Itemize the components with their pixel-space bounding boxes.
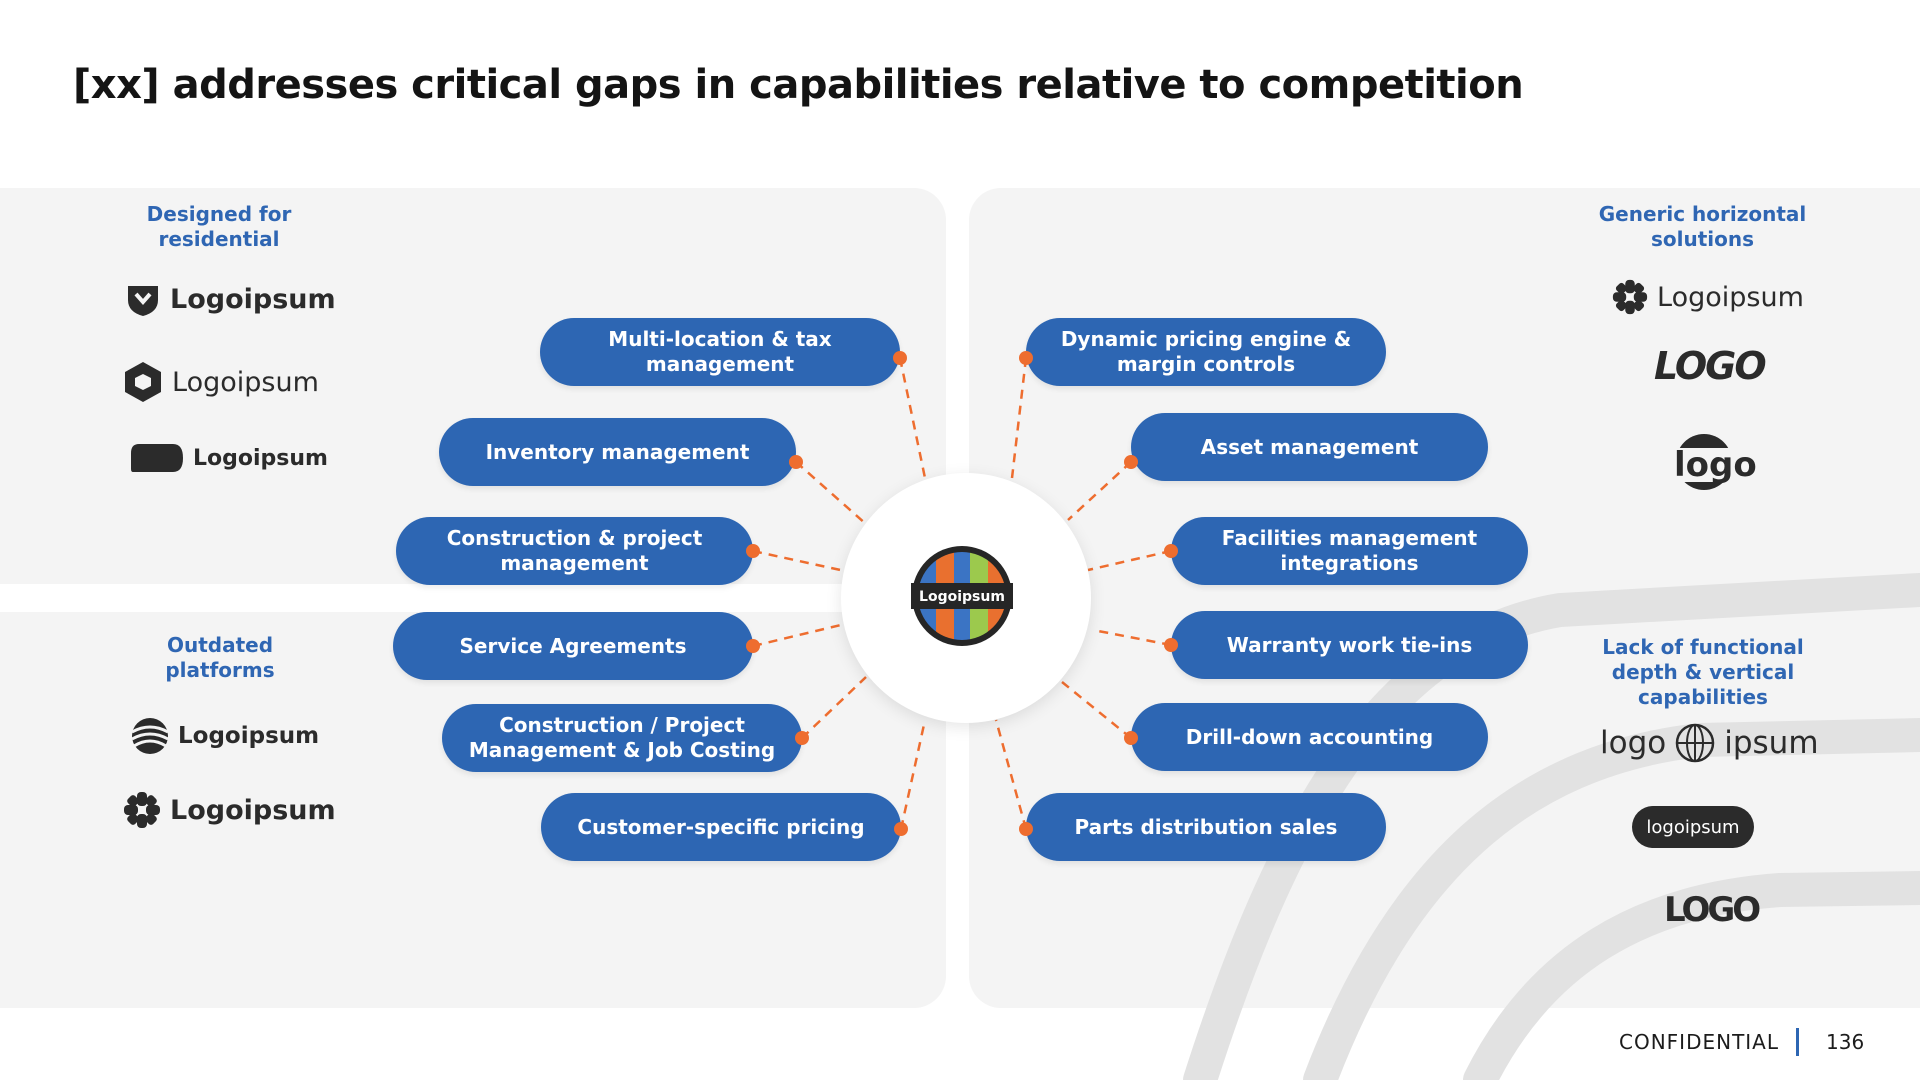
capability-pill: Inventory management: [439, 418, 796, 486]
competitor-logo: LOGO: [1664, 890, 1761, 930]
group-label-outdated: Outdated platforms: [165, 633, 275, 682]
group-label-residential: Designed for residential: [146, 202, 292, 251]
connector-dot: [1019, 351, 1033, 365]
blob-icon: [131, 444, 183, 472]
competitor-logo: logo ipsum: [1600, 722, 1819, 764]
capability-pill: Asset management: [1131, 413, 1488, 481]
competitor-logo: Logoipsum: [122, 360, 319, 404]
center-logo-text: Logoipsum: [919, 589, 1005, 605]
group-label-functional: Lack of functional depth & vertical capa…: [1602, 635, 1804, 709]
capability-pill: Construction / Project Management & Job …: [442, 704, 802, 772]
connector-dot: [746, 544, 760, 558]
competitor-logo-text: Logoipsum: [178, 723, 320, 749]
page-number: 136: [1826, 1030, 1865, 1054]
globe-icon: [1675, 723, 1715, 763]
connector-dot: [1019, 822, 1033, 836]
competitor-logo: Logoipsum: [130, 716, 319, 756]
competitor-logo-text: Logoipsum: [172, 366, 319, 398]
competitor-logo: logoipsum: [1632, 806, 1754, 848]
capability-pill: Customer-specific pricing: [541, 793, 901, 861]
capability-pill: Service Agreements: [393, 612, 753, 680]
competitor-logo-text: LOGO: [1664, 890, 1761, 930]
connector-dot: [1164, 544, 1178, 558]
competitor-logo-text: Logoipsum: [193, 445, 328, 471]
connector-dot: [894, 822, 908, 836]
competitor-logo: logo: [1666, 434, 1759, 494]
connector-dot: [1124, 455, 1138, 469]
connector-dot: [789, 455, 803, 469]
competitor-logo-text: logo: [1672, 445, 1759, 485]
competitor-logo: Logoipsum: [1611, 278, 1804, 316]
competitor-logo: LOGO: [1654, 344, 1767, 388]
competitor-logo-text: ipsum: [1724, 725, 1819, 761]
capability-pill: Multi-location & tax management: [540, 318, 900, 386]
connector-dot: [1124, 731, 1138, 745]
slide-title: [xx] addresses critical gaps in capabili…: [73, 62, 1524, 108]
competitor-logo-text: Logoipsum: [1657, 281, 1804, 313]
competitor-logo-text: logoipsum: [1646, 816, 1740, 838]
competitor-logo: Logoipsum: [124, 280, 336, 318]
hexagon-icon: [125, 362, 161, 402]
capability-pill: Parts distribution sales: [1026, 793, 1386, 861]
logo-circle-mark: logo: [1666, 434, 1759, 494]
shield-icon: [128, 286, 158, 316]
capability-pill: Construction & project management: [396, 517, 753, 585]
competitor-logo-text: LOGO: [1654, 344, 1767, 388]
capability-pill: Drill-down accounting: [1131, 703, 1488, 771]
connector-dot: [746, 639, 760, 653]
competitor-logo: Logoipsum: [122, 790, 336, 830]
connector-dot: [1164, 638, 1178, 652]
capability-pill: Dynamic pricing engine & margin controls: [1026, 318, 1386, 386]
footer-divider: [1796, 1028, 1799, 1056]
capability-pill: Facilities management integrations: [1171, 517, 1528, 585]
center-logo-icon: Logoipsum: [911, 546, 1013, 646]
flower-icon: [1612, 279, 1648, 315]
competitor-logo-text: logo: [1600, 725, 1667, 761]
connector-dot: [795, 731, 809, 745]
globe-wave-icon: [131, 718, 169, 754]
capability-pill: Warranty work tie-ins: [1171, 611, 1528, 679]
competitor-logo: Logoipsum: [129, 441, 328, 475]
competitor-logo-text: Logoipsum: [170, 283, 336, 315]
flower-icon: [124, 792, 160, 828]
group-label-horizontal: Generic horizontal solutions: [1598, 202, 1807, 251]
competitor-logo-text: Logoipsum: [170, 794, 336, 826]
confidential-label: CONFIDENTIAL: [1619, 1030, 1780, 1054]
connector-dot: [893, 351, 907, 365]
